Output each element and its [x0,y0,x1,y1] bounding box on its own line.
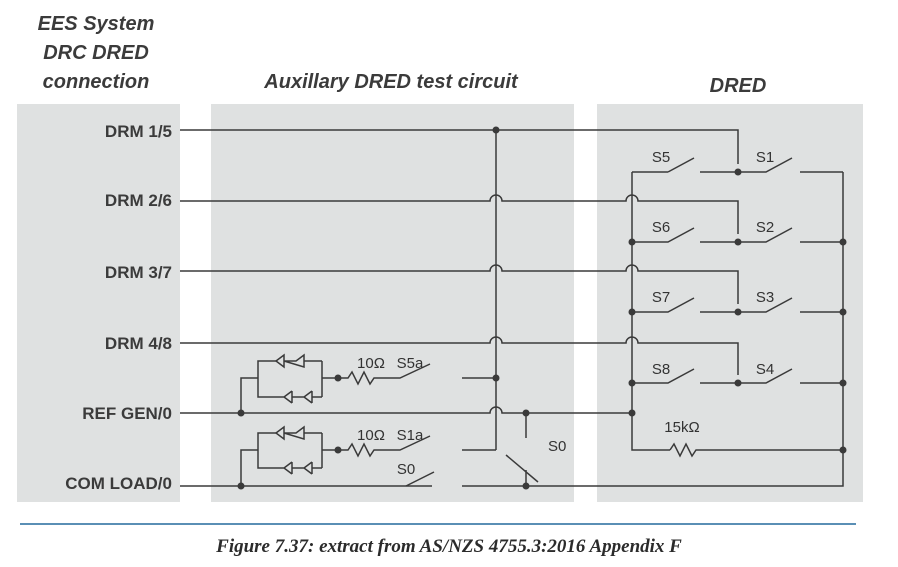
switch-row-2 [632,227,847,246]
switch-s6-label: S6 [652,219,670,236]
ees-header-line3: connection [43,71,150,93]
resistor-10-label-1: 10Ω [357,355,385,372]
switch-s0-aux [405,471,435,487]
figure-caption: Figure 7.37: extract from AS/NZS 4755.3:… [215,536,682,557]
resistor-10-label-2: 10Ω [357,427,385,444]
diode-bridge-2 [237,425,496,490]
switch-row-3 [632,297,847,316]
wire-drm-2-6 [180,194,739,234]
ees-header-line1: EES System [38,13,155,35]
switch-s1a-label: S1a [397,427,424,444]
diode-bridge-1 [237,353,500,417]
wire-drm-4-8 [180,336,739,375]
dred-header: DRED [710,75,767,97]
resistor-15k [669,442,847,458]
wire-drm-3-7 [180,264,739,304]
junction-dot [492,126,500,134]
switch-s5a-label: S5a [397,355,424,372]
terminal-drm-1-5: DRM 1/5 [105,122,172,141]
terminal-drm-4-8: DRM 4/8 [105,334,172,353]
switch-row-1 [632,157,843,176]
ees-header-line2: DRC DRED [43,42,149,64]
switch-s3-label: S3 [756,289,774,306]
switch-s5-label: S5 [652,149,670,166]
dred-panel [597,104,863,502]
switch-s7-label: S7 [652,289,670,306]
ees-panel [17,104,180,502]
switch-s1-label: S1 [756,149,774,166]
terminal-drm-2-6: DRM 2/6 [105,191,172,210]
terminal-ref-gen-0: REF GEN/0 [82,404,172,423]
switch-s2-label: S2 [756,219,774,236]
terminal-drm-3-7: DRM 3/7 [105,263,172,282]
aux-panel [211,104,574,502]
resistor-15k-label: 15kΩ [664,419,699,436]
switch-s0 [505,409,539,490]
switch-s0-label: S0 [548,438,566,455]
switch-s0-aux-label: S0 [397,461,415,478]
terminal-com-load-0: COM LOAD/0 [65,474,172,493]
junction-dot [628,409,636,417]
aux-header: Auxillary DRED test circuit [263,71,519,93]
switch-s8-label: S8 [652,361,670,378]
dred-left-bus [631,172,670,451]
switch-row-4 [632,368,847,387]
switch-s4-label: S4 [756,361,774,378]
wire-com-load-0 [180,172,844,487]
wire-drm-1-5 [180,129,739,164]
